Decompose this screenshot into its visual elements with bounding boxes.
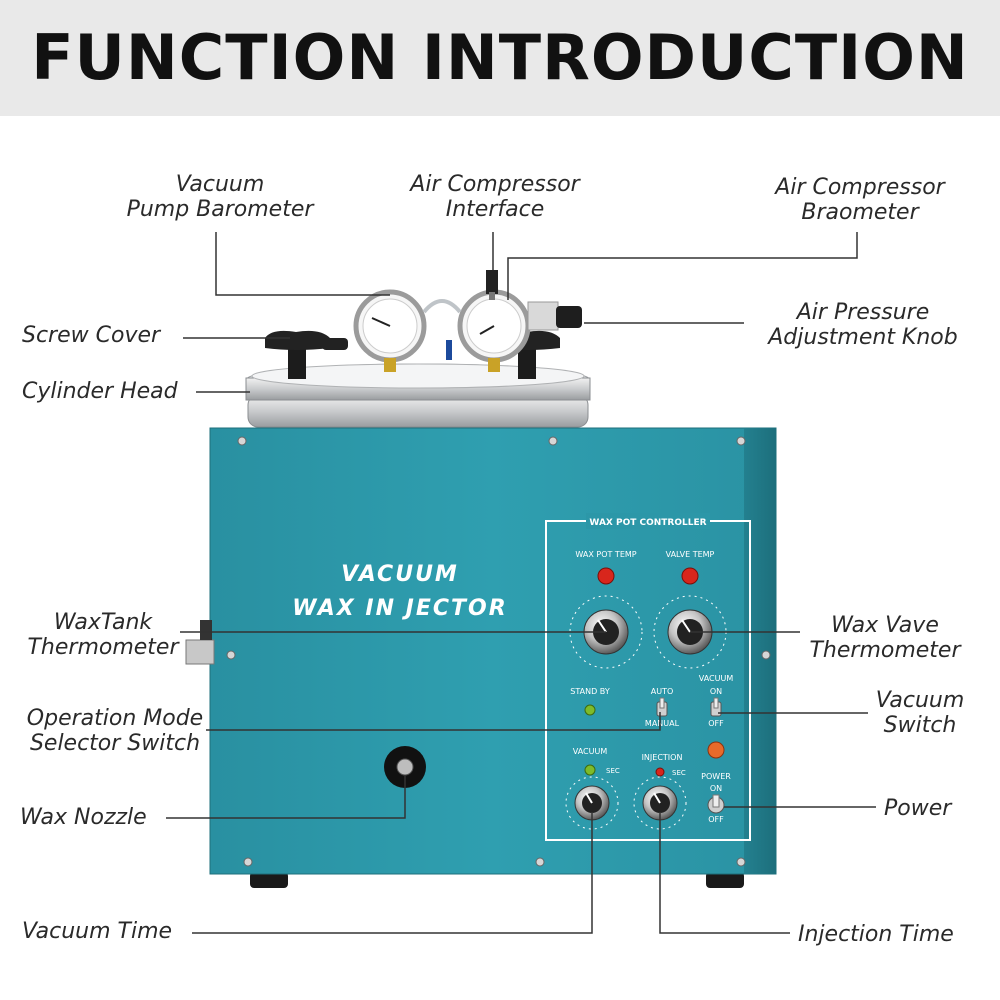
leader-vacuum-pump-barometer: [215, 232, 390, 296]
callout-vacuum-time: Vacuum Time: [22, 919, 172, 944]
callout-line: Selector Switch: [29, 731, 201, 756]
foot-left: [250, 872, 288, 888]
panel-title-bg: [586, 513, 710, 529]
callout-line: Pump Barometer: [126, 197, 314, 222]
callout-line: Air Compressor: [410, 172, 580, 197]
callout-line: Thermometer: [27, 635, 179, 660]
injection-time-dial-icon: [633, 776, 687, 830]
callout-line: Wax Vave: [831, 613, 939, 638]
body-screws: [226, 436, 771, 867]
callout-air-compressor-braometer: Air Compressor Braometer: [750, 175, 970, 225]
power-on-label: ON: [710, 784, 722, 793]
vacuum-timer-label: VACUUM: [573, 747, 608, 756]
valve-indicator-icon: [681, 567, 699, 585]
callout-line: Wax Nozzle: [20, 805, 147, 830]
vacuum-label: VACUUM: [699, 674, 734, 683]
callout-vacuum-pump-barometer: Vacuum Pump Barometer: [110, 172, 330, 222]
callout-line: Cylinder Head: [22, 379, 178, 404]
vacuum-on-label: ON: [710, 687, 722, 696]
injection-timer-label: INJECTION: [642, 753, 683, 762]
callout-cylinder-head: Cylinder Head: [22, 379, 178, 404]
callout-power: Power: [884, 796, 951, 821]
leader-air-compressor-braometer: [507, 232, 858, 300]
vacuum-time-dial-icon: [565, 776, 619, 830]
callout-line: Operation Mode: [26, 706, 204, 731]
power-toggle-icon: [707, 794, 725, 814]
callout-line: Power: [884, 796, 952, 821]
injection-sec-label: SEC: [672, 769, 686, 777]
callout-air-pressure-adjustment-knob: Air Pressure Adjustment Knob: [748, 300, 978, 350]
air-pressure-knob-icon: [527, 301, 582, 331]
callout-wax-nozzle: Wax Nozzle: [20, 805, 147, 830]
valve-stem: [446, 340, 452, 360]
side-fitting-icon: [185, 620, 215, 665]
callout-wax-vave-thermometer: Wax Vave Thermometer: [790, 613, 980, 663]
callout-line: Switch: [883, 713, 957, 738]
air-gauge-icon: [457, 289, 531, 372]
callout-waxtank-thermometer: WaxTank Thermometer: [8, 610, 198, 660]
callout-air-compressor-interface: Air Compressor Interface: [385, 172, 605, 222]
power-off-label: OFF: [708, 815, 724, 824]
callout-line: Thermometer: [809, 638, 961, 663]
vacuum-timer-indicator-icon: [584, 764, 596, 776]
leader-operation-mode: [206, 712, 661, 731]
vacuum-off-label: OFF: [708, 719, 724, 728]
wax-pot-indicator-icon: [597, 567, 615, 585]
machine-lettering-line1: VACUUM: [341, 562, 459, 587]
callout-line: Vacuum: [875, 688, 965, 713]
callout-line: Air Compressor: [775, 175, 945, 200]
wax-pot-temp-label: WAX POT TEMP: [575, 550, 636, 559]
valve-temp-label: VALVE TEMP: [666, 550, 715, 559]
callout-line: Interface: [445, 197, 545, 222]
vacuum-sec-label: SEC: [606, 767, 620, 775]
leader-lines: [166, 232, 876, 934]
callout-line: WaxTank: [53, 610, 153, 635]
leader-vacuum-time: [192, 812, 593, 934]
stand-by-indicator-icon: [584, 704, 596, 716]
auto-label: AUTO: [651, 687, 674, 696]
leader-injection-time: [659, 812, 790, 934]
callout-line: Adjustment Knob: [768, 325, 958, 350]
callout-line: Braometer: [801, 200, 919, 225]
callout-line: Air Pressure: [796, 300, 930, 325]
power-indicator-icon: [707, 741, 725, 759]
air-compressor-interface-icon: [486, 270, 498, 300]
callout-line: Screw Cover: [22, 323, 161, 348]
callout-vacuum-switch: Vacuum Switch: [850, 688, 990, 738]
callout-screw-cover: Screw Cover: [22, 323, 160, 348]
callout-injection-time: Injection Time: [798, 922, 954, 947]
machine-lettering: VACUUM WAX IN JECTOR: [290, 558, 510, 626]
power-label: POWER: [701, 772, 731, 781]
callout-line: Vacuum: [175, 172, 265, 197]
callout-line: Vacuum Time: [22, 919, 173, 944]
injection-timer-indicator-icon: [655, 767, 665, 777]
callout-line: Injection Time: [798, 922, 954, 947]
gauge-connector-tube: [422, 299, 462, 314]
header-band: [0, 0, 1000, 116]
screw-cover-left-icon: [265, 330, 348, 379]
panel-title: WAX POT CONTROLLER: [589, 518, 706, 528]
vacuum-gauge-icon: [353, 289, 427, 372]
machine-lettering-line2: WAX IN JECTOR: [292, 596, 508, 621]
callout-operation-mode-selector-switch: Operation Mode Selector Switch: [10, 706, 220, 756]
stand-by-label: STAND BY: [570, 687, 610, 696]
cylinder-head: [245, 363, 591, 428]
leader-wax-nozzle: [166, 775, 406, 819]
page-title: FUNCTION INTRODUCTION: [31, 21, 969, 94]
foot-right: [706, 872, 744, 888]
manual-label: MANUAL: [645, 719, 680, 728]
